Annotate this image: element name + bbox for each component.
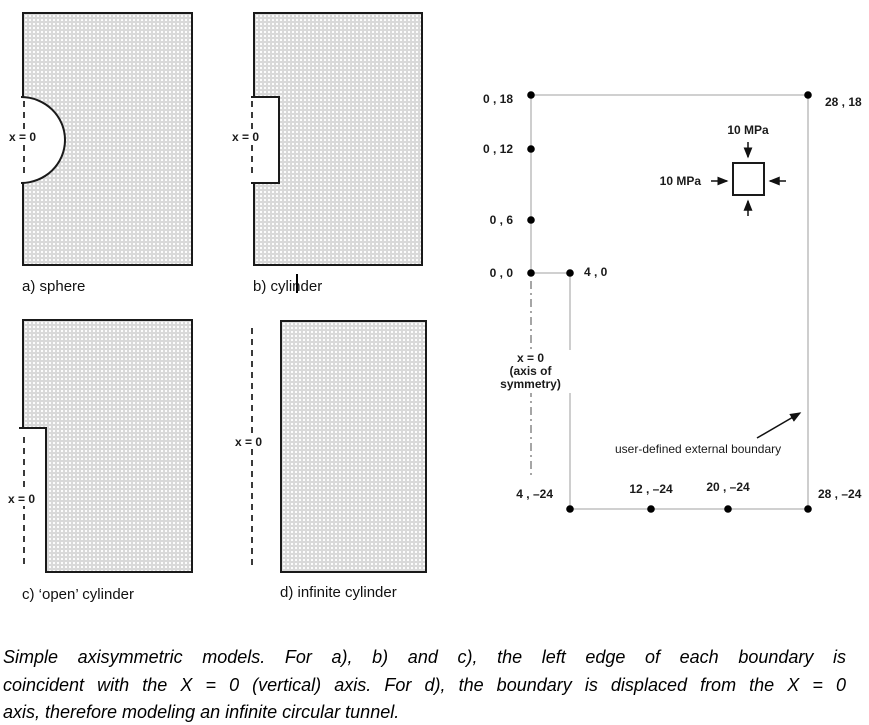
- coord-label-28--24: 28 , –24: [818, 487, 862, 501]
- figure-caption: Simple axisymmetric models. For a), b) a…: [3, 644, 846, 725]
- vertex-dot: [804, 91, 812, 99]
- sphere-model-shape: [22, 12, 193, 266]
- external-boundary-pointer-arrow: [756, 412, 802, 439]
- coord-label-0-12: 0 , 12: [482, 142, 513, 156]
- vertex-dot: [566, 269, 574, 277]
- external-boundary-label: user-defined external boundary: [615, 442, 782, 456]
- axis-of-symmetry-line2: (axis of: [509, 364, 552, 378]
- vertex-dot: [527, 269, 535, 277]
- panel-caption-b: b) cylinder: [253, 278, 323, 295]
- coord-label-12--24: 12 , –24: [629, 482, 673, 496]
- vertex-dot: [527, 216, 535, 224]
- axis-of-symmetry-line3: symmetry): [500, 377, 561, 391]
- coord-label-20--24: 20 , –24: [706, 480, 750, 494]
- coord-label-0-18: 0 , 18: [482, 92, 513, 106]
- panel-caption-a: a) sphere: [22, 278, 86, 295]
- coord-label-0-0: 0 , 0: [489, 266, 513, 280]
- stress-element-square: [732, 162, 765, 196]
- coord-label-4--24: 4 , –24: [516, 487, 553, 501]
- axis-x0-label-a: x = 0: [8, 130, 38, 144]
- panel-caption-c: c) ‘open’ cylinder: [22, 586, 134, 603]
- cylinder-model-shape: [253, 12, 423, 266]
- vertex-dot: [804, 505, 812, 513]
- axis-x0-label-b: x = 0: [231, 130, 261, 144]
- coord-label-0-6: 0 , 6: [489, 213, 513, 227]
- text-cursor-artifact: [296, 274, 298, 293]
- coord-label-28-18: 28 , 18: [825, 95, 862, 109]
- figure-caption-line1: Simple axisymmetric models. For a), b) a…: [3, 647, 846, 667]
- open-cylinder-model-shape: [22, 319, 193, 573]
- panel-caption-d: d) infinite cylinder: [280, 584, 397, 601]
- vertex-dot: [724, 505, 732, 513]
- vertex-dot: [527, 145, 535, 153]
- vertex-dot: [527, 91, 535, 99]
- infinite-cylinder-model-shape: [280, 320, 427, 573]
- vertex-dot: [566, 505, 574, 513]
- pressure-label-left: 10 MPa: [659, 174, 701, 188]
- axis-x0-label-c: x = 0: [7, 492, 37, 506]
- axis-of-symmetry-line1: x = 0: [516, 351, 545, 365]
- pressure-label-top: 10 MPa: [727, 123, 769, 137]
- axis-of-symmetry-label: x = 0 (axis of symmetry): [488, 350, 573, 393]
- vertex-dot: [647, 505, 655, 513]
- figure-caption-line2: coincident with the X = 0 (vertical) axi…: [3, 674, 846, 695]
- figure-caption-line3: axis, therefore modeling an infinite cir…: [3, 702, 400, 722]
- axis-x0-label-d: x = 0: [234, 435, 264, 449]
- coord-label-4-0: 4 , 0: [584, 265, 608, 279]
